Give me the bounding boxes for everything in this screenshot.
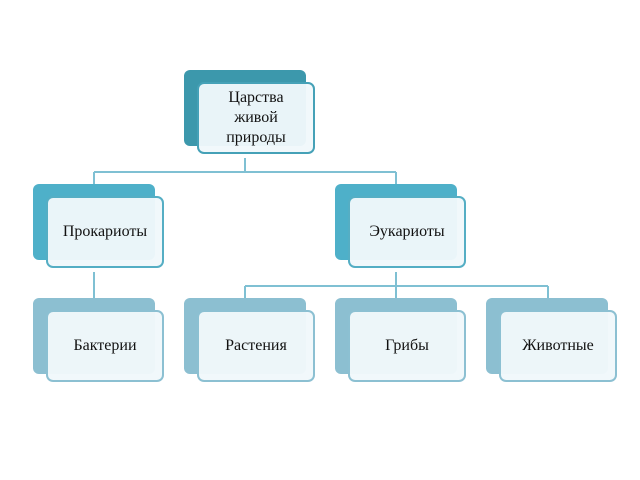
node-prokaryotes-box: Прокариоты	[46, 196, 164, 268]
node-bacteria-label: Бактерии	[73, 337, 137, 354]
node-plants-label: Растения	[225, 337, 287, 354]
node-prokaryotes-label: Прокариоты	[62, 223, 148, 240]
node-animals-label: Животные	[522, 337, 594, 354]
node-eukaryotes-box: Эукариоты	[348, 196, 466, 268]
node-bacteria-box: Бактерии	[46, 310, 164, 382]
node-fungi: Грибы	[335, 298, 471, 384]
node-bacteria: Бактерии	[33, 298, 169, 384]
node-fungi-label: Грибы	[385, 337, 429, 354]
node-fungi-box: Грибы	[348, 310, 466, 382]
node-root-box: Царства живой природы	[197, 82, 315, 154]
node-plants-box: Растения	[197, 310, 315, 382]
connector-root-to-level1	[93, 158, 397, 184]
node-animals-box: Животные	[499, 310, 617, 382]
node-eukaryotes-label: Эукариоты	[369, 223, 445, 240]
node-eukaryotes: Эукариоты	[335, 184, 471, 270]
node-animals: Животные	[486, 298, 622, 384]
node-root-label: Царства живой природы	[226, 89, 286, 146]
node-prokaryotes: Прокариоты	[33, 184, 169, 270]
node-plants: Растения	[184, 298, 320, 384]
connector-eukaryotes-to-children	[244, 272, 549, 298]
node-root: Царства живой природы	[184, 70, 320, 156]
